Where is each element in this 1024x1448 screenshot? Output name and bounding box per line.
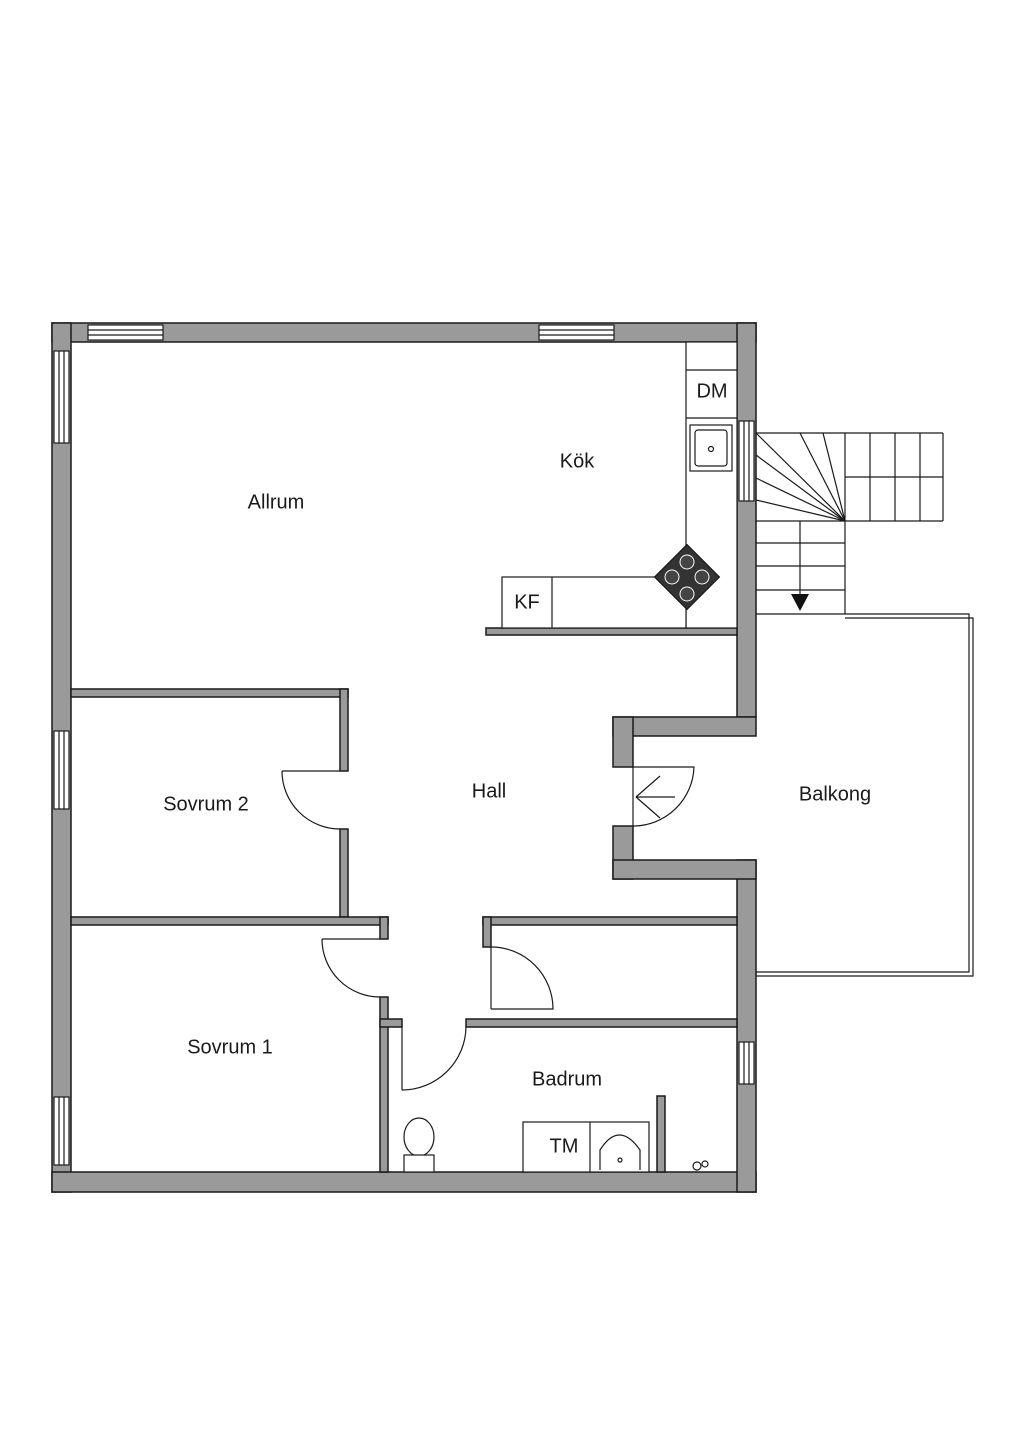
balcony-entry-walls: [612, 716, 757, 880]
bathroom-fixtures: [403, 1117, 709, 1173]
fridge-freezer-label: KF: [514, 591, 540, 613]
fixture-labels: DM KF TM: [514, 380, 727, 1157]
stairs: [755, 432, 944, 615]
room-label-balkong: Balkong: [799, 783, 871, 805]
room-label-hall: Hall: [472, 780, 506, 802]
windows: [53, 324, 755, 1166]
doors: [281, 766, 695, 1091]
room-label-sovrum-1: Sovrum 1: [187, 1036, 273, 1058]
room-label-allrum: Allrum: [248, 491, 305, 513]
room-label-sovrum-2: Sovrum 2: [163, 793, 249, 815]
interior-walls: [70, 627, 738, 1173]
dishwasher-label: DM: [696, 380, 727, 402]
washing-machine-label: TM: [550, 1135, 579, 1157]
room-labels: Allrum Kök Hall Sovrum 2 Sovrum 1 Balkon…: [163, 450, 871, 1090]
sink: [689, 424, 733, 472]
balcony-railing: [756, 613, 974, 977]
room-label-kok: Kök: [560, 450, 595, 472]
room-label-badrum: Badrum: [532, 1068, 602, 1090]
outer-walls: [51, 322, 757, 1193]
stove: [653, 543, 721, 611]
